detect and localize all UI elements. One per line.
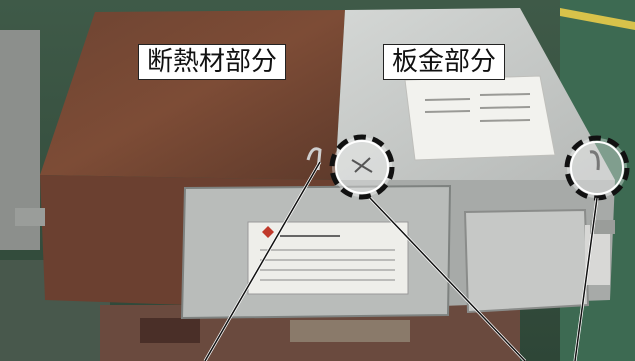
mount-bracket-left xyxy=(15,208,45,226)
paper-line xyxy=(479,106,531,109)
lifting-hook xyxy=(306,147,322,171)
sheet-metal-part-label: 板金部分 xyxy=(383,44,506,80)
paper-line xyxy=(424,98,471,101)
paper-line xyxy=(424,110,471,113)
manual-paper xyxy=(404,75,556,161)
screw-detail xyxy=(351,157,373,173)
callout-circle-right-inner xyxy=(570,141,624,195)
insulation-part-label: 断熱材部分 xyxy=(138,44,287,80)
paper-line xyxy=(479,93,531,96)
leader-line-center xyxy=(369,197,526,361)
yellow-floor-stripe xyxy=(560,8,635,30)
nameplate-label xyxy=(247,221,409,295)
paper-line xyxy=(479,119,531,122)
mount-bracket-right xyxy=(590,220,615,234)
callout-circle-center-inner xyxy=(335,140,389,194)
leader-line-left xyxy=(204,161,321,361)
duct-box xyxy=(463,208,590,314)
logo-mark xyxy=(262,226,274,238)
hook-detail xyxy=(589,150,600,171)
leader-line-right xyxy=(574,197,598,361)
pallet-slot-center xyxy=(290,320,410,342)
pallet-slot-left xyxy=(140,318,200,343)
